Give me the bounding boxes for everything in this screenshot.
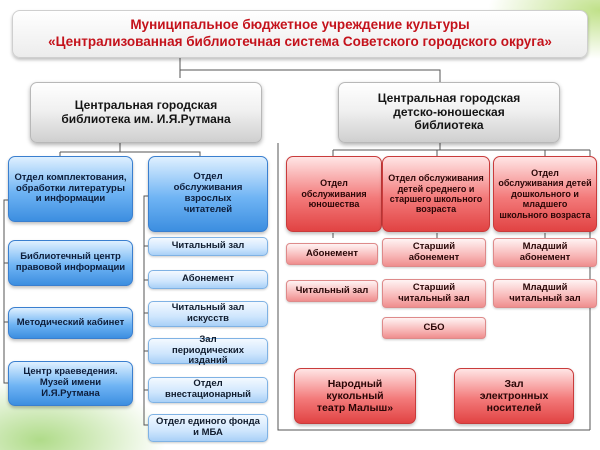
dept-acquisition: Отдел комплектования, обработки литерату… bbox=[8, 156, 133, 222]
connector bbox=[60, 151, 201, 156]
organization-title: Муниципальное бюджетное учреждение культ… bbox=[12, 10, 588, 58]
dept-senior-children: Отдел обслуживания детей среднего и стар… bbox=[382, 156, 490, 232]
unit-senior-reading-room: Старший читальный зал bbox=[382, 279, 486, 308]
unit-periodicals-hall: Зал периодических изданий bbox=[148, 334, 268, 366]
connector bbox=[143, 195, 148, 426]
unit-unified-fund-mba: Отдел единого фонда и МБА bbox=[148, 414, 268, 442]
organization-title-line1: Муниципальное бюджетное учреждение культ… bbox=[130, 17, 470, 33]
connector bbox=[3, 199, 8, 384]
central-library-box: Центральная городская библиотека им. И.Я… bbox=[30, 82, 262, 143]
unit-youth-subscription: Абонемент bbox=[286, 243, 378, 265]
organization-title-line2: «Централизованная библиотечная система С… bbox=[48, 34, 552, 49]
dept-adult-service: Отдел обслуживания взрослых читателей bbox=[148, 156, 268, 232]
unit-senior-subscription: Старший абонемент bbox=[382, 238, 486, 267]
unit-junior-subscription: Младший абонемент bbox=[493, 238, 597, 267]
unit-outreach: Отдел внестационарный bbox=[148, 377, 268, 403]
unit-arts-reading-room: Читальный зал искусств bbox=[148, 301, 268, 327]
dept-youth-service: Отдел обслуживания юношества bbox=[286, 156, 382, 232]
puppet-theater-box: Народный кукольный театр Малыш» bbox=[294, 368, 416, 424]
unit-sbo: СБО bbox=[382, 317, 486, 339]
dept-local-history-museum: Центр краеведения. Музей имени И.Я.Рутма… bbox=[8, 361, 133, 406]
dept-methodical: Методический кабинет bbox=[8, 307, 133, 339]
electronic-media-hall-box: Зал электронных носителей bbox=[454, 368, 574, 424]
connector bbox=[180, 69, 441, 82]
dept-legal-info: Библиотечный центр правовой информации bbox=[8, 240, 133, 286]
unit-youth-reading-room: Читальный зал bbox=[286, 280, 378, 302]
youth-library-box: Центральная городская детско-юношеская б… bbox=[338, 82, 560, 143]
unit-junior-reading-room: Младший читальный зал bbox=[493, 279, 597, 308]
unit-reading-room: Читальный зал bbox=[148, 237, 268, 256]
connector bbox=[277, 143, 590, 431]
dept-junior-children: Отдел обслуживания детей дошкольного и м… bbox=[493, 156, 597, 232]
unit-subscription: Абонемент bbox=[148, 270, 268, 289]
